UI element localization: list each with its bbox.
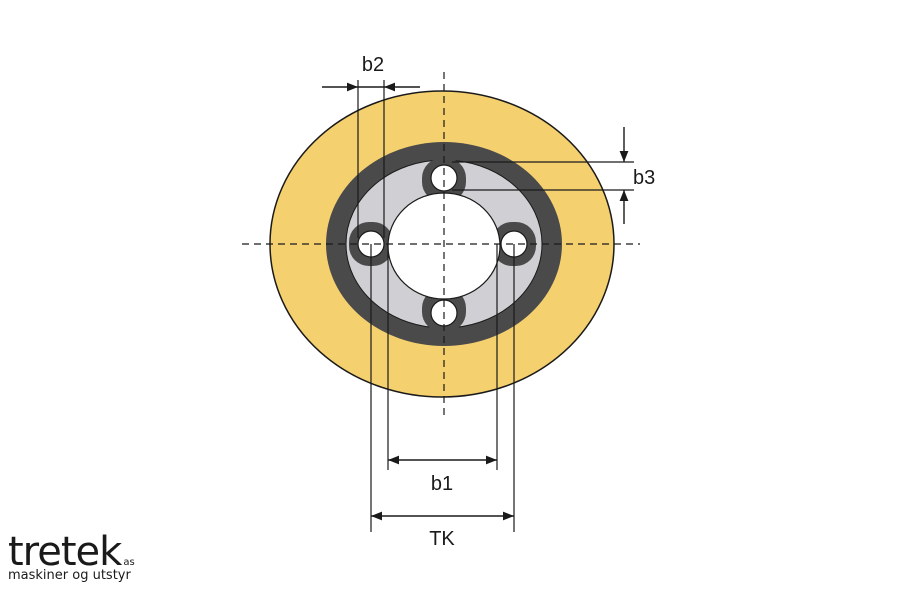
dimension-arrows [322, 82, 629, 521]
extension-lines [357, 80, 634, 532]
label-b3: b3 [633, 167, 655, 189]
label-tk: TK [429, 528, 455, 550]
label-b2: b2 [362, 54, 384, 76]
logo-name: tretek [8, 529, 122, 575]
logo-tagline: maskiner og utstyr [8, 568, 131, 583]
logo-suffix: as [123, 557, 135, 568]
label-b1: b1 [431, 473, 453, 495]
center-lines [242, 72, 640, 420]
bolt-holes [357, 164, 528, 327]
